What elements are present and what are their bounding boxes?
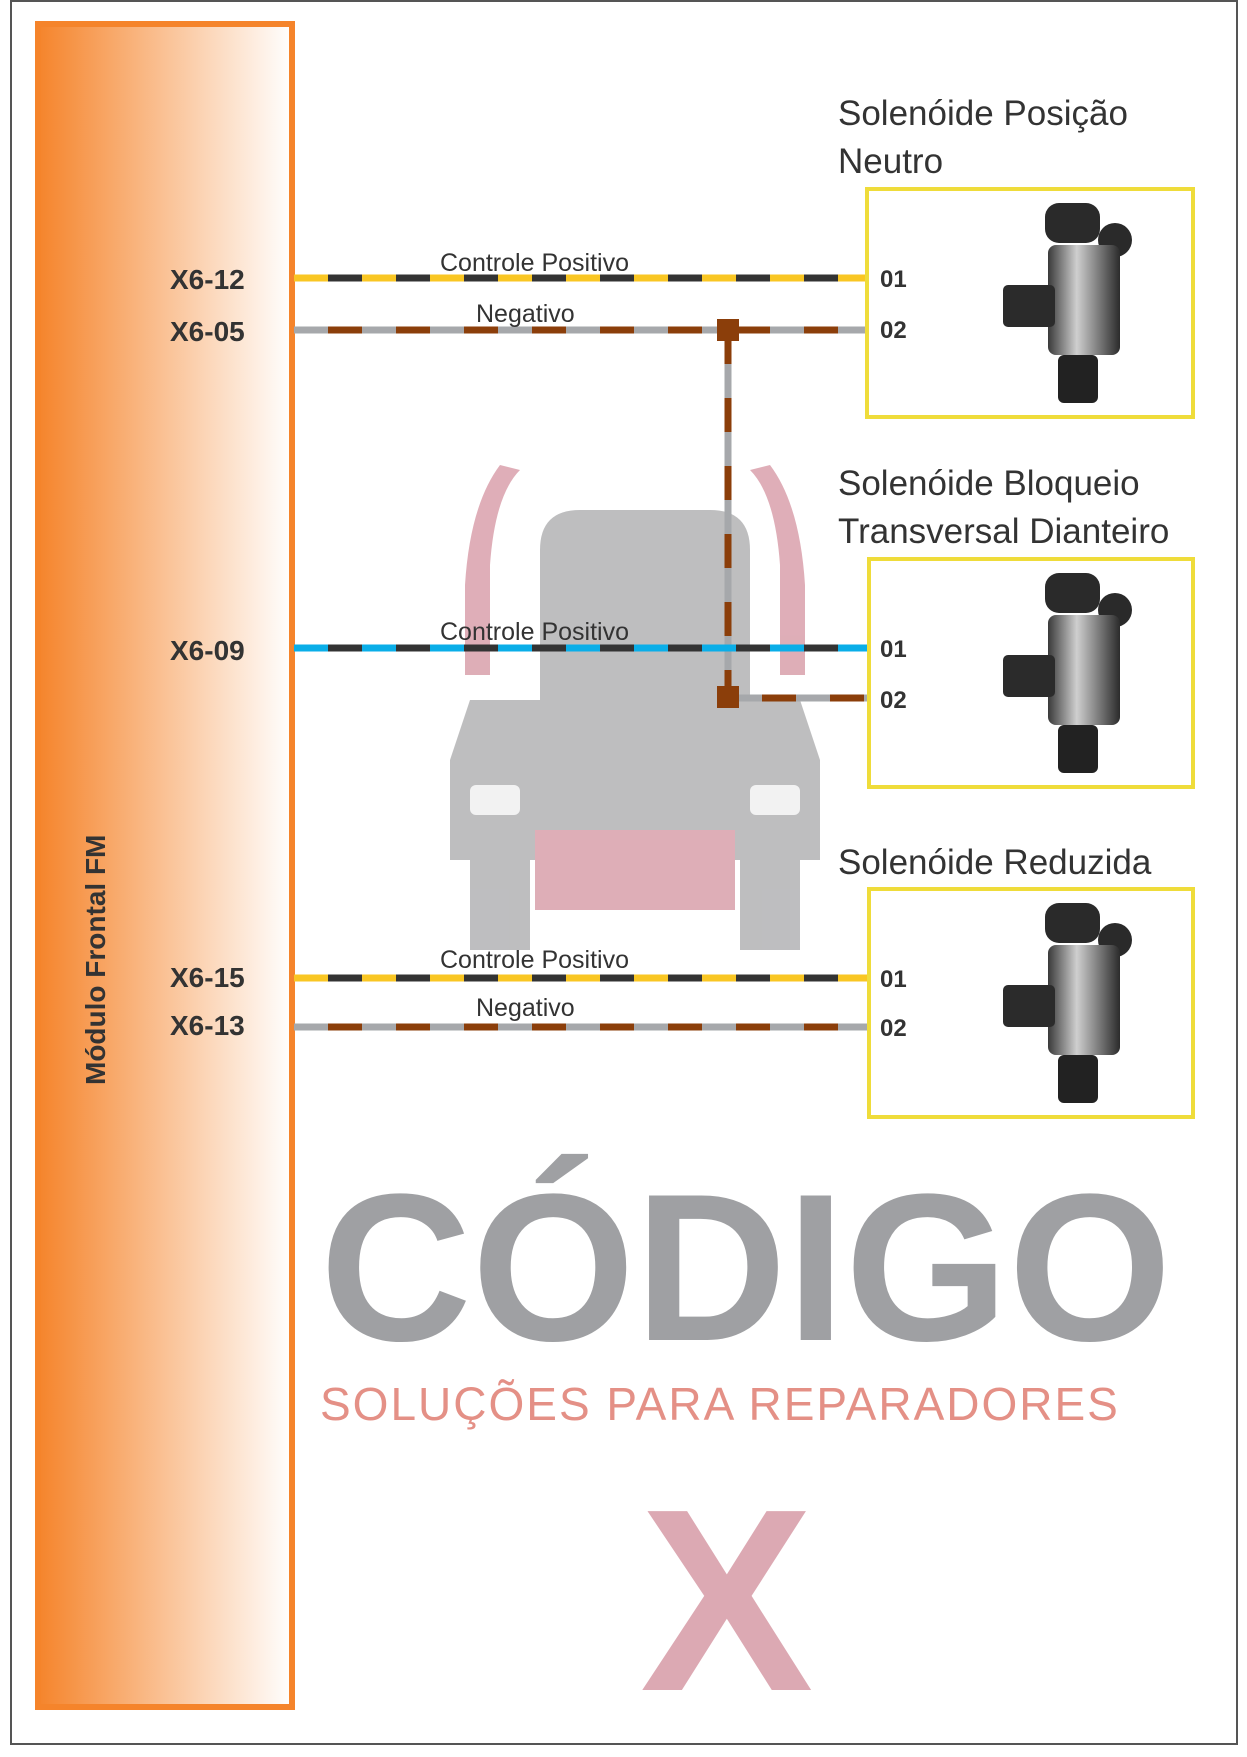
component-solenoid-cross-lock: Solenóide Bloqueio Transversal Dianteiro — [838, 464, 1195, 789]
svg-text:Solenóide Reduzida: Solenóide Reduzida — [838, 843, 1152, 882]
svg-text:SOLUÇÕES PARA REPARADORES: SOLUÇÕES PARA REPARADORES — [320, 1378, 1120, 1430]
module-label: Módulo Frontal FM — [80, 835, 111, 1085]
watermark-truck — [450, 465, 820, 950]
pin-label: X6-12 — [170, 264, 245, 295]
watermark-logo: CÓDIGO SOLUÇÕES PARA REPARADORES X — [320, 1150, 1172, 1746]
terminal-label: 01 — [880, 266, 907, 293]
solenoid-valve-image — [1003, 573, 1132, 773]
solenoid-valve-image — [1003, 903, 1132, 1103]
terminal-label: 01 — [880, 636, 907, 663]
terminal-label: 02 — [880, 687, 907, 714]
wire-label: Controle Positivo — [440, 618, 629, 646]
wire-label: Controle Positivo — [440, 249, 629, 277]
svg-text:X: X — [640, 1456, 815, 1746]
component-solenoid-neutral: Solenóide Posição Neutro — [838, 94, 1195, 419]
wire-label: Negativo — [476, 300, 575, 328]
svg-text:Solenóide Bloqueio: Solenóide Bloqueio — [838, 464, 1140, 503]
terminal-label: 01 — [880, 966, 907, 993]
junction-node — [717, 686, 739, 708]
junction-node — [717, 319, 739, 341]
wire-label: Controle Positivo — [440, 946, 629, 974]
svg-text:Solenóide Posição: Solenóide Posição — [838, 94, 1128, 133]
module-frontal-fm — [35, 21, 295, 1710]
svg-text:CÓDIGO: CÓDIGO — [320, 1150, 1172, 1385]
svg-text:Neutro: Neutro — [838, 142, 943, 181]
component-solenoid-low-range: Solenóide Reduzida — [838, 843, 1195, 1119]
pin-label: X6-09 — [170, 635, 245, 666]
terminal-label: 02 — [880, 1015, 907, 1042]
wire-label: Negativo — [476, 994, 575, 1022]
terminal-label: 02 — [880, 317, 907, 344]
pin-label: X6-13 — [170, 1010, 245, 1041]
svg-text:Transversal Dianteiro: Transversal Dianteiro — [838, 512, 1169, 551]
pin-label: X6-05 — [170, 316, 245, 347]
frame — [10, 0, 1238, 1745]
pin-label: X6-15 — [170, 962, 245, 993]
solenoid-valve-image — [1003, 203, 1132, 403]
